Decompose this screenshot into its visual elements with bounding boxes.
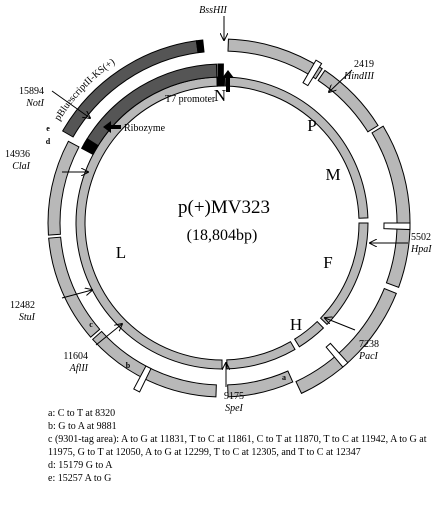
inner-vector-arc: [83, 63, 218, 151]
ribozyme-t7-junction-band: [216, 76, 226, 87]
fragment-tag-c: c: [89, 320, 93, 329]
gene-n-label: N: [214, 86, 226, 105]
legend-item-d: d: 15179 G to A: [48, 460, 113, 471]
gene-m-label: M: [325, 165, 340, 184]
legend-item-c: c (9301-tag area): A to G at 11831, T to…: [48, 434, 427, 458]
plasmid-title: p(+)MV323: [178, 197, 270, 218]
genome-ring-segment: [293, 320, 325, 348]
fragment-tag-b: b: [126, 361, 131, 370]
site-enzyme-label: StuI: [19, 312, 36, 323]
gene-p-label: P: [307, 116, 316, 135]
restriction-fragment: [48, 236, 101, 338]
site-arrows-layer: [51, 16, 408, 387]
restriction-fragment: [295, 287, 397, 395]
restriction-fragment: [371, 125, 411, 288]
t7-promoter-band: [217, 63, 224, 78]
gene-l-label: L: [116, 243, 126, 262]
site-arrow: [325, 318, 356, 331]
site-enzyme-label: HpaI: [410, 244, 432, 255]
fragment-gap: [302, 59, 323, 87]
site-position-label: 7238: [359, 339, 379, 350]
site-position-label: 14936: [5, 149, 30, 160]
gene-f-label: F: [323, 253, 332, 272]
site-enzyme-label: BssHII: [199, 5, 227, 16]
site-position-label: 5502: [411, 232, 431, 243]
fragment-gap: [325, 342, 349, 368]
site-arrow: [51, 90, 90, 118]
legend-item-a: a: C to T at 8320: [48, 408, 116, 419]
mutation-legend: a: C to T at 8320 b: G to A at 9881 c (9…: [48, 407, 432, 485]
ribozyme-band: [80, 138, 99, 156]
site-position-label: 11604: [63, 351, 88, 362]
legend-item-b: b: G to A at 9881: [48, 421, 117, 432]
site-arrow: [95, 324, 122, 346]
site-enzyme-label: SpeI: [225, 403, 243, 414]
restriction-fragment: [227, 370, 294, 398]
site-enzyme-label: ClaI: [12, 161, 30, 172]
fragment-tag-a: a: [282, 373, 286, 382]
site-position-label: 12482: [10, 300, 35, 311]
restriction-fragment: [227, 38, 323, 80]
genome-ring-segment: [226, 340, 296, 370]
t7-promoter-arrow: [222, 70, 234, 92]
site-position-label: 15894: [19, 86, 44, 97]
genome-ring-segment: [225, 76, 369, 219]
fragment-gap: [383, 222, 411, 231]
labels-layer: p(+)MV323 (18,804bp) T7 promoter Ribozym…: [5, 5, 432, 414]
legend-item-e: e: 15257 A to G: [48, 473, 112, 484]
site-arrow: [329, 69, 353, 92]
gene-h-label: H: [290, 315, 302, 334]
fragment-tag-e: e: [46, 124, 50, 133]
fragment-tag-d: d: [46, 137, 51, 146]
site-position-label: 9175: [224, 391, 244, 402]
site-enzyme-label: PacI: [358, 351, 379, 362]
plasmid-size: (18,804bp): [187, 227, 258, 244]
rings-layer: [47, 38, 411, 398]
site-arrow: [61, 290, 92, 299]
site-enzyme-label: HindIII: [343, 71, 375, 82]
genome-ring-segment: [75, 76, 223, 370]
site-enzyme-label: AflII: [69, 363, 89, 374]
restriction-fragment: [47, 140, 80, 236]
site-enzyme-label: NotI: [25, 98, 44, 109]
t7-promoter-label: T7 promoter: [165, 94, 216, 105]
ribozyme-label: Ribozyme: [124, 123, 166, 134]
ribozyme-arrow: [103, 121, 121, 133]
bsshii-band: [195, 39, 205, 54]
genome-ring-segment: [319, 222, 369, 326]
site-position-label: 2419: [354, 59, 374, 70]
fragment-gap: [133, 365, 152, 393]
